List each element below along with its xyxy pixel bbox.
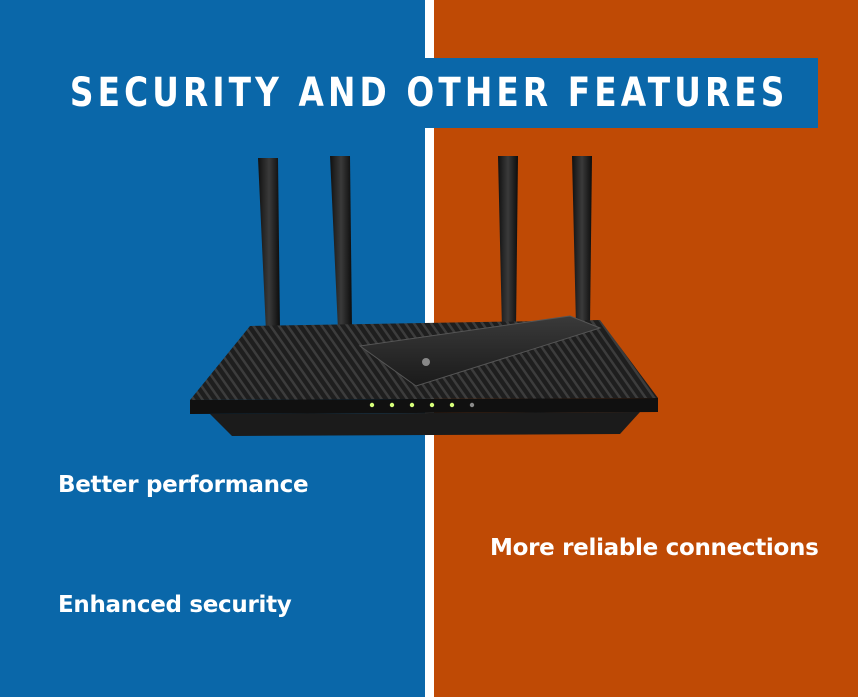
feature-enhanced-security: Enhanced security (58, 592, 292, 618)
router-image (190, 156, 658, 436)
status-leds (369, 402, 475, 408)
antenna-right-1 (498, 156, 518, 330)
antenna-left-2 (330, 156, 352, 330)
feature-better-performance: Better performance (58, 472, 309, 498)
page-title: SECURITY AND OTHER FEATURES (69, 70, 789, 116)
antenna-right-2 (572, 156, 592, 326)
feature-more-reliable-connections: More reliable connections (490, 535, 819, 561)
antenna-left-1 (258, 158, 280, 332)
title-banner: SECURITY AND OTHER FEATURES (40, 58, 818, 128)
